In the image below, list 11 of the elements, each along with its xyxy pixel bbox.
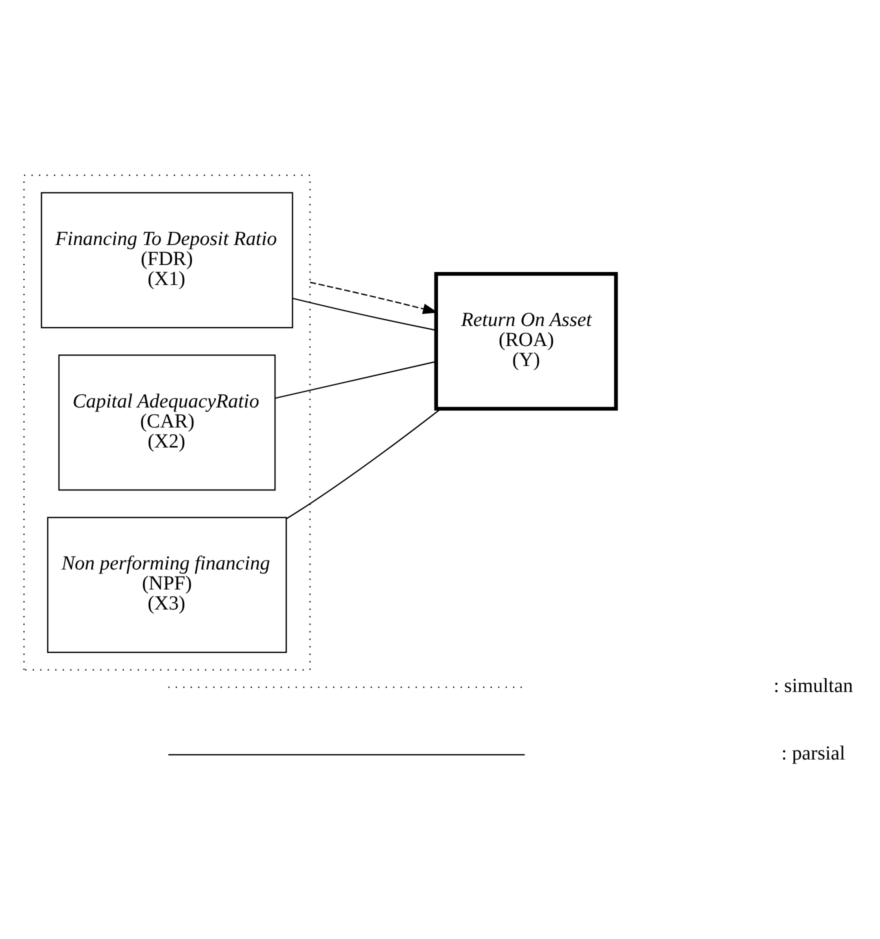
connector bbox=[274, 360, 436, 398]
legend-label: : parsial bbox=[780, 742, 845, 764]
connector bbox=[286, 408, 440, 519]
node-box: Return On Asset (ROA) (Y) bbox=[434, 272, 618, 410]
node-box: Financing To Deposit Ratio (FDR) (X1) bbox=[40, 192, 293, 328]
node-box: Capital AdequacyRatio (CAR) (X2) bbox=[58, 354, 276, 490]
cluster bbox=[22, 174, 310, 670]
arrow bbox=[309, 281, 438, 314]
legend-label: : simultan bbox=[773, 674, 852, 697]
node-box: Non performing financing (NPF) (X3) bbox=[46, 516, 286, 652]
connector bbox=[292, 297, 436, 330]
